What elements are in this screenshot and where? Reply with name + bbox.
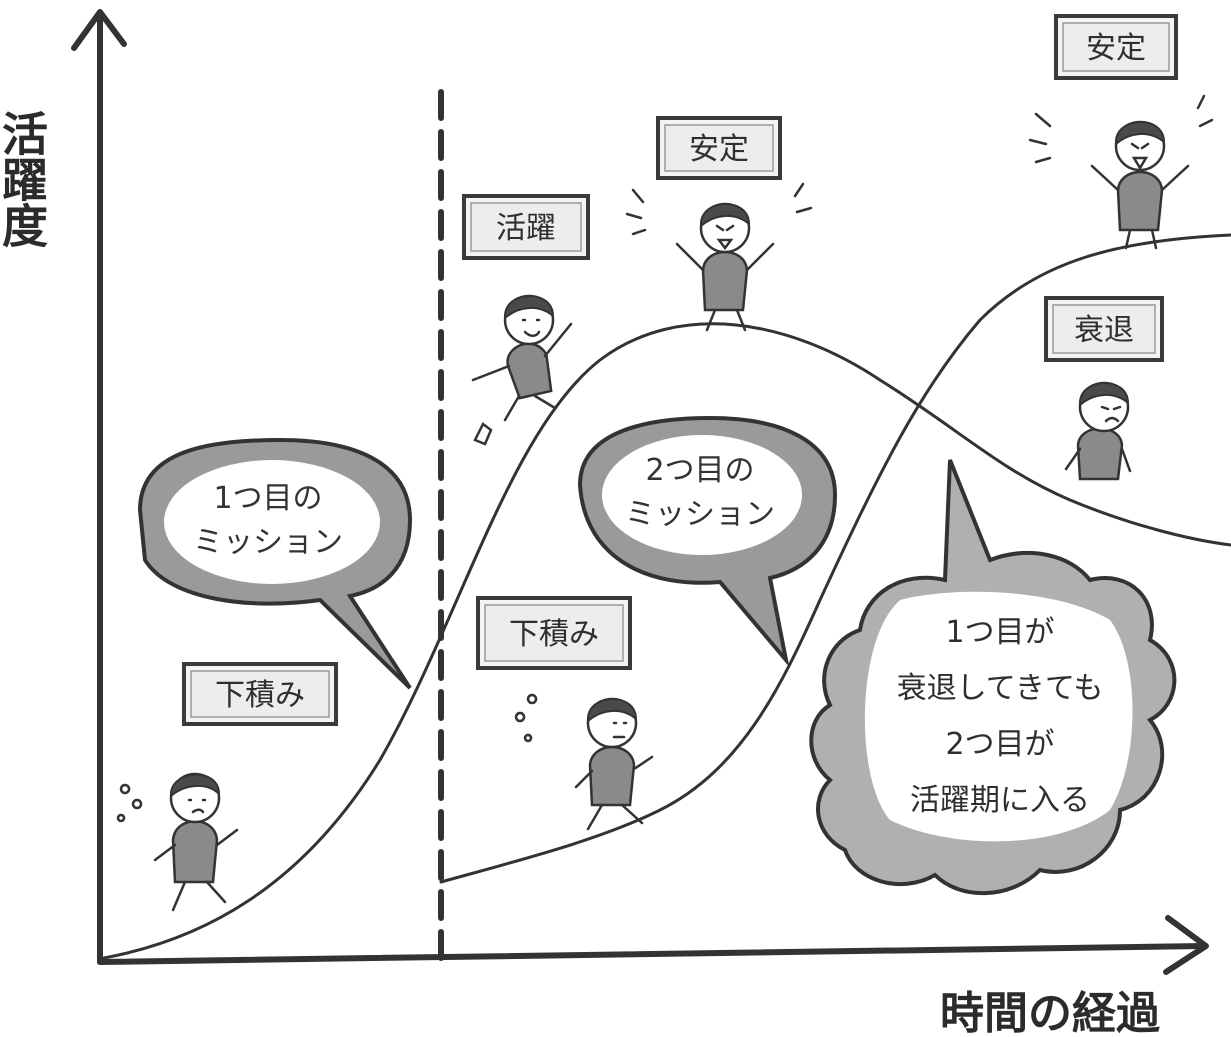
sign-left-shita: 下積み: [182, 662, 338, 726]
curve-second-mission: [439, 233, 1231, 884]
y-axis-title: 活躍度: [0, 110, 49, 248]
sign-mid-antei: 安定: [656, 116, 782, 180]
speech-bubble-first-mission: 1つ目の ミッション: [137, 437, 413, 690]
sign-panel: [484, 604, 624, 662]
cheering-man-icon: [1028, 94, 1214, 250]
sign-right-antei: 安定: [1054, 14, 1178, 80]
sign-mid-katsuyaku: 活躍: [462, 194, 590, 260]
bubble-line-1: 2つ目の: [645, 453, 754, 488]
x-axis-title: 時間の経過: [940, 988, 1161, 1037]
sign-label: 活躍: [496, 211, 556, 246]
speech-bubble-second-mission: 2つ目の ミッション: [577, 415, 838, 668]
cloud-inner: [864, 591, 1133, 842]
y-axis-arrowhead: [71, 9, 127, 51]
sign-label: 衰退: [1074, 313, 1134, 348]
sign-panel: [1052, 304, 1156, 354]
bubble-inner: [602, 435, 802, 555]
x-axis: [97, 943, 1208, 965]
cloud-line-1: 1つ目が: [945, 615, 1054, 650]
axes: [71, 9, 1209, 975]
sign-panel: [190, 670, 330, 718]
cloud-line-2: 衰退してきても: [897, 671, 1104, 706]
x-axis-arrowhead: [1163, 915, 1209, 975]
cloud-line-3: 2つ目が: [945, 727, 1054, 762]
sign-label: 安定: [689, 132, 749, 167]
sign-panel: [664, 124, 774, 172]
walking-man-icon: [514, 693, 654, 831]
bubble-line-2: ミッション: [193, 525, 343, 560]
cloud-line-4: 活躍期に入る: [910, 783, 1090, 818]
curve-first-mission: [102, 322, 1231, 960]
sign-panel: [1062, 22, 1170, 72]
sign-label: 下積み: [215, 678, 305, 713]
bubble-inner: [164, 460, 380, 584]
bubble-line-1: 1つ目の: [213, 481, 322, 516]
bubble-line-2: ミッション: [625, 497, 775, 532]
sign-mid-shita: 下積み: [476, 596, 632, 670]
sign-panel: [470, 202, 582, 252]
sign-label: 安定: [1086, 31, 1146, 66]
sign-right-suitai: 衰退: [1044, 296, 1164, 362]
sign-label: 下積み: [509, 617, 599, 652]
thought-cloud: 1つ目が 衰退してきても 2つ目が 活躍期に入る: [809, 459, 1177, 896]
sad-man-icon: [1064, 381, 1132, 481]
cheering-man-icon: [625, 182, 813, 332]
jumping-man-icon: [471, 294, 573, 446]
running-man-icon: [116, 772, 239, 912]
